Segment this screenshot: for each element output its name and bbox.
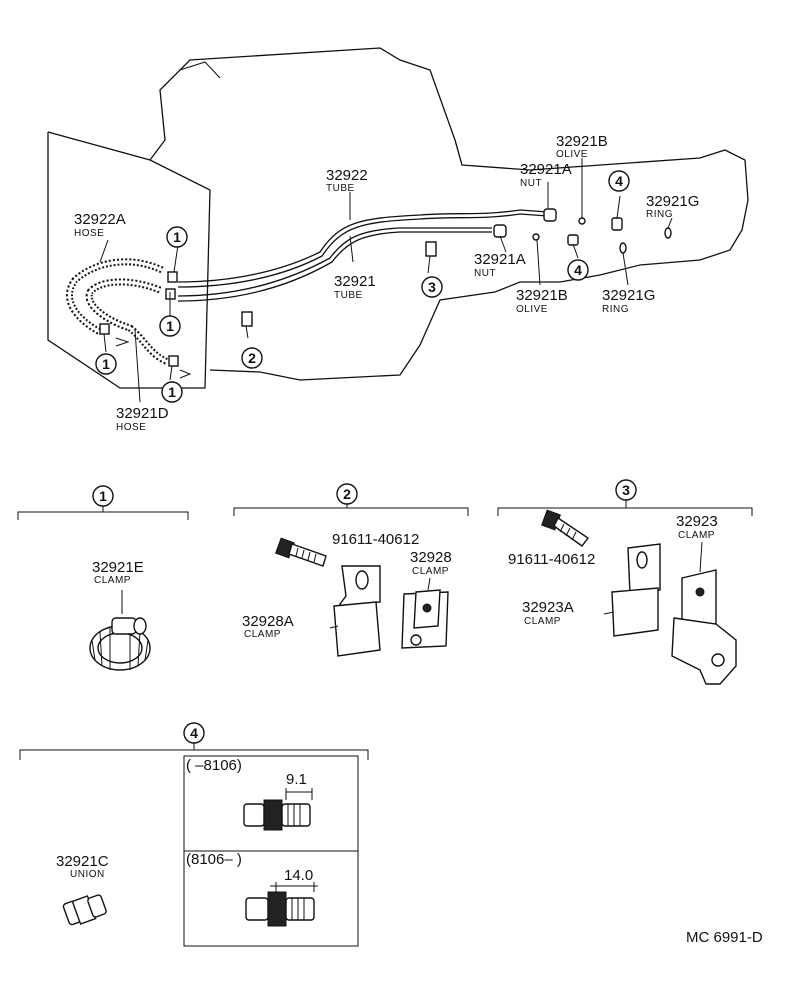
dimension-label: 9.1 [286, 771, 307, 788]
detail-group-3: 3 91611-40612 32923 CLAMP 32923A CLAMP [497, 479, 753, 685]
callout-number: 4 [190, 725, 198, 741]
part-number: 32921E [92, 559, 144, 576]
tube-32921 [177, 227, 492, 302]
part-number: 32923A [522, 599, 574, 616]
detail-group-4: 4 32921C UNION ( –8106) 9.1 (8106– ) 14.… [19, 722, 369, 947]
part-name: RING [646, 209, 673, 220]
engine-outline [47, 47, 749, 389]
part-number: 32921D [116, 405, 169, 422]
part-number: 32921A [520, 161, 572, 178]
callout-1-d: 1 [161, 381, 183, 403]
part-number: 91611-40612 [508, 551, 595, 568]
part-name: HOSE [74, 228, 104, 239]
label-32921G-bottom: 32921G RING [602, 287, 655, 315]
part-name: UNION [70, 869, 105, 880]
callout-1-a: 1 [166, 226, 188, 248]
label-32921A-bottom: 32921A NUT [474, 251, 526, 279]
part-name: NUT [474, 268, 496, 279]
hose-32921D [85, 278, 170, 366]
detail-group-1: 1 32921E CLAMP [17, 485, 189, 671]
part-number: 32921 [334, 273, 376, 290]
union-32921C [62, 894, 107, 926]
bolt-91611-40612 [541, 509, 590, 547]
part-number: 32921B [556, 133, 608, 150]
part-name: CLAMP [412, 566, 449, 577]
part-name: CLAMP [244, 629, 281, 640]
part-number: 32921B [516, 287, 568, 304]
label-32921B-top: 32921B OLIVE [556, 133, 608, 160]
callout-number: 1 [173, 229, 181, 245]
callout-number: 2 [343, 486, 351, 502]
callout-2: 2 [241, 347, 263, 369]
part-number: 32923 [676, 513, 718, 530]
part-name: NUT [520, 178, 542, 189]
label-32921A-top: 32921A NUT [520, 161, 572, 189]
dimension-label: 14.0 [284, 867, 313, 884]
overview-fittings [99, 208, 672, 367]
label-32922: 32922 TUBE [326, 167, 368, 194]
callout-1-b: 1 [159, 315, 181, 337]
callout-number: 1 [102, 356, 110, 372]
part-name: CLAMP [94, 575, 131, 586]
leader-lines [99, 158, 673, 403]
part-number: 32921G [646, 193, 699, 210]
union-variant-old [243, 788, 313, 831]
callout-4-a: 4 [608, 170, 630, 192]
part-name: OLIVE [556, 149, 588, 160]
bolt-91611-40612 [275, 537, 327, 567]
part-number: 32921A [474, 251, 526, 268]
callout-number: 4 [615, 173, 623, 189]
clamp-32928 [401, 577, 449, 649]
part-number: 32928A [242, 613, 294, 630]
diagram-code: MC 6991-D [686, 929, 763, 946]
part-number: 32922A [74, 211, 126, 228]
part-number: 32928 [410, 549, 452, 566]
label-32921G-top: 32921G RING [646, 193, 699, 220]
clamp-32928A [329, 565, 381, 657]
hose-32922A [66, 258, 164, 336]
variant-range-label: ( –8106) [186, 757, 242, 774]
callout-1-c: 1 [95, 353, 117, 375]
callout-3: 3 [421, 276, 443, 298]
part-name: CLAMP [678, 530, 715, 541]
detail-group-2: 2 91611-40612 32928 CLAMP 32928A CLAMP [233, 483, 469, 657]
callout-number: 4 [574, 262, 582, 278]
callout-4-b: 4 [567, 259, 589, 281]
part-number: 91611-40612 [332, 531, 419, 548]
callout-number: 1 [99, 488, 107, 504]
label-32921D: 32921D HOSE [116, 405, 169, 433]
part-name: OLIVE [516, 304, 548, 315]
label-32922A: 32922A HOSE [74, 211, 126, 239]
callout-number: 2 [248, 350, 256, 366]
clamp-32923A [603, 543, 661, 637]
clamp-32923 [671, 541, 737, 685]
label-32921: 32921 TUBE [334, 273, 376, 301]
label-32921B-bottom: 32921B OLIVE [516, 287, 568, 315]
part-number: 32921G [602, 287, 655, 304]
part-name: TUBE [326, 183, 355, 194]
part-name: RING [602, 304, 629, 315]
variant-range-label: (8106– ) [186, 851, 242, 868]
tube-32922 [177, 209, 549, 288]
callout-number: 1 [166, 318, 174, 334]
callout-number: 3 [622, 482, 630, 498]
callout-number: 1 [168, 384, 176, 400]
part-number: 32921C [56, 853, 109, 870]
part-name: HOSE [116, 422, 146, 433]
callout-number: 3 [428, 279, 436, 295]
flow-arrows [115, 337, 192, 379]
union-variant-new [245, 882, 318, 927]
part-name: CLAMP [524, 616, 561, 627]
hose-clamp-32921E [89, 590, 151, 671]
part-number: 32922 [326, 167, 368, 184]
part-name: TUBE [334, 290, 363, 301]
